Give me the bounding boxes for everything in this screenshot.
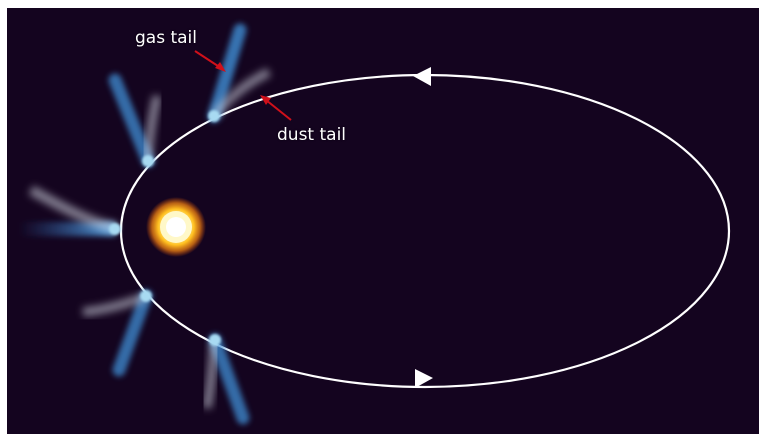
comet-icon — [207, 23, 272, 123]
dust-tail-label: dust tail — [277, 125, 347, 145]
sun-icon — [146, 197, 206, 257]
gas-tail-label: gas tail — [135, 28, 197, 48]
comet-icon — [19, 185, 121, 236]
comet-orbit-diagram: gas tail dust tail — [7, 8, 759, 434]
direction-arrow-top-icon — [413, 67, 431, 86]
comet-icon — [82, 289, 153, 377]
diagram-canvas — [19, 23, 731, 425]
gas-tail-pointer-icon — [194, 50, 226, 72]
comet-icon — [202, 333, 250, 425]
direction-arrow-bottom-icon — [415, 369, 433, 388]
comet-icon — [108, 73, 162, 168]
dust-tail-pointer-icon — [260, 95, 292, 121]
